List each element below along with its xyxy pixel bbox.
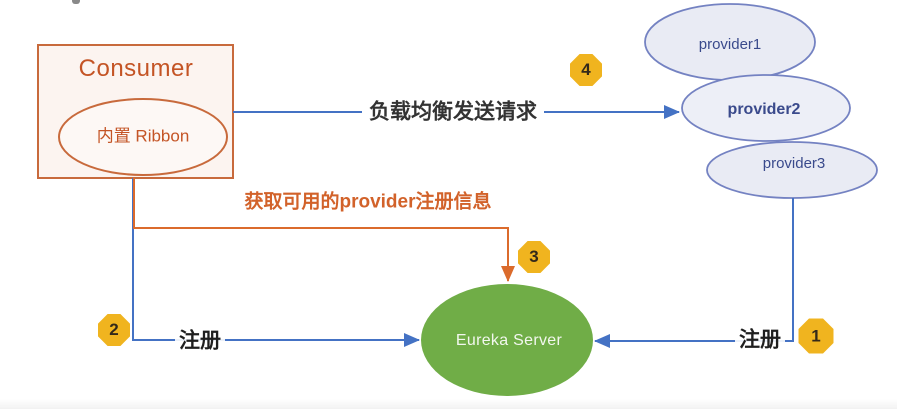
consumer-title: Consumer xyxy=(78,54,194,82)
ribbon-ellipse xyxy=(58,98,228,176)
eureka-ellipse xyxy=(421,284,593,396)
register-left-label: 注册 xyxy=(175,329,225,353)
load-balance-label: 负载均衡发送请求 xyxy=(362,99,544,125)
provider3-label: provider3 xyxy=(762,154,826,172)
provider2-ellipse xyxy=(681,74,851,142)
step-badge-4: 4 xyxy=(570,54,602,86)
ribbon-label: 内置 Ribbon xyxy=(96,126,190,146)
screen-artifact xyxy=(72,0,80,4)
step-badge-1: 1 xyxy=(798,318,834,354)
register-left-arrow xyxy=(132,178,420,347)
step-badge-2: 2 xyxy=(98,314,130,346)
register-right-label: 注册 xyxy=(735,328,785,352)
bottom-haze xyxy=(0,399,897,409)
register-right-arrow xyxy=(594,198,794,348)
provider2-label: provider2 xyxy=(727,101,801,119)
eureka-server-label: Eureka Server xyxy=(455,332,563,350)
step-badge-3: 3 xyxy=(518,241,550,273)
fetch-registry-label: 获取可用的provider注册信息 xyxy=(244,191,492,213)
provider1-label: provider1 xyxy=(698,35,762,53)
fetch-registry-arrow xyxy=(133,178,515,282)
